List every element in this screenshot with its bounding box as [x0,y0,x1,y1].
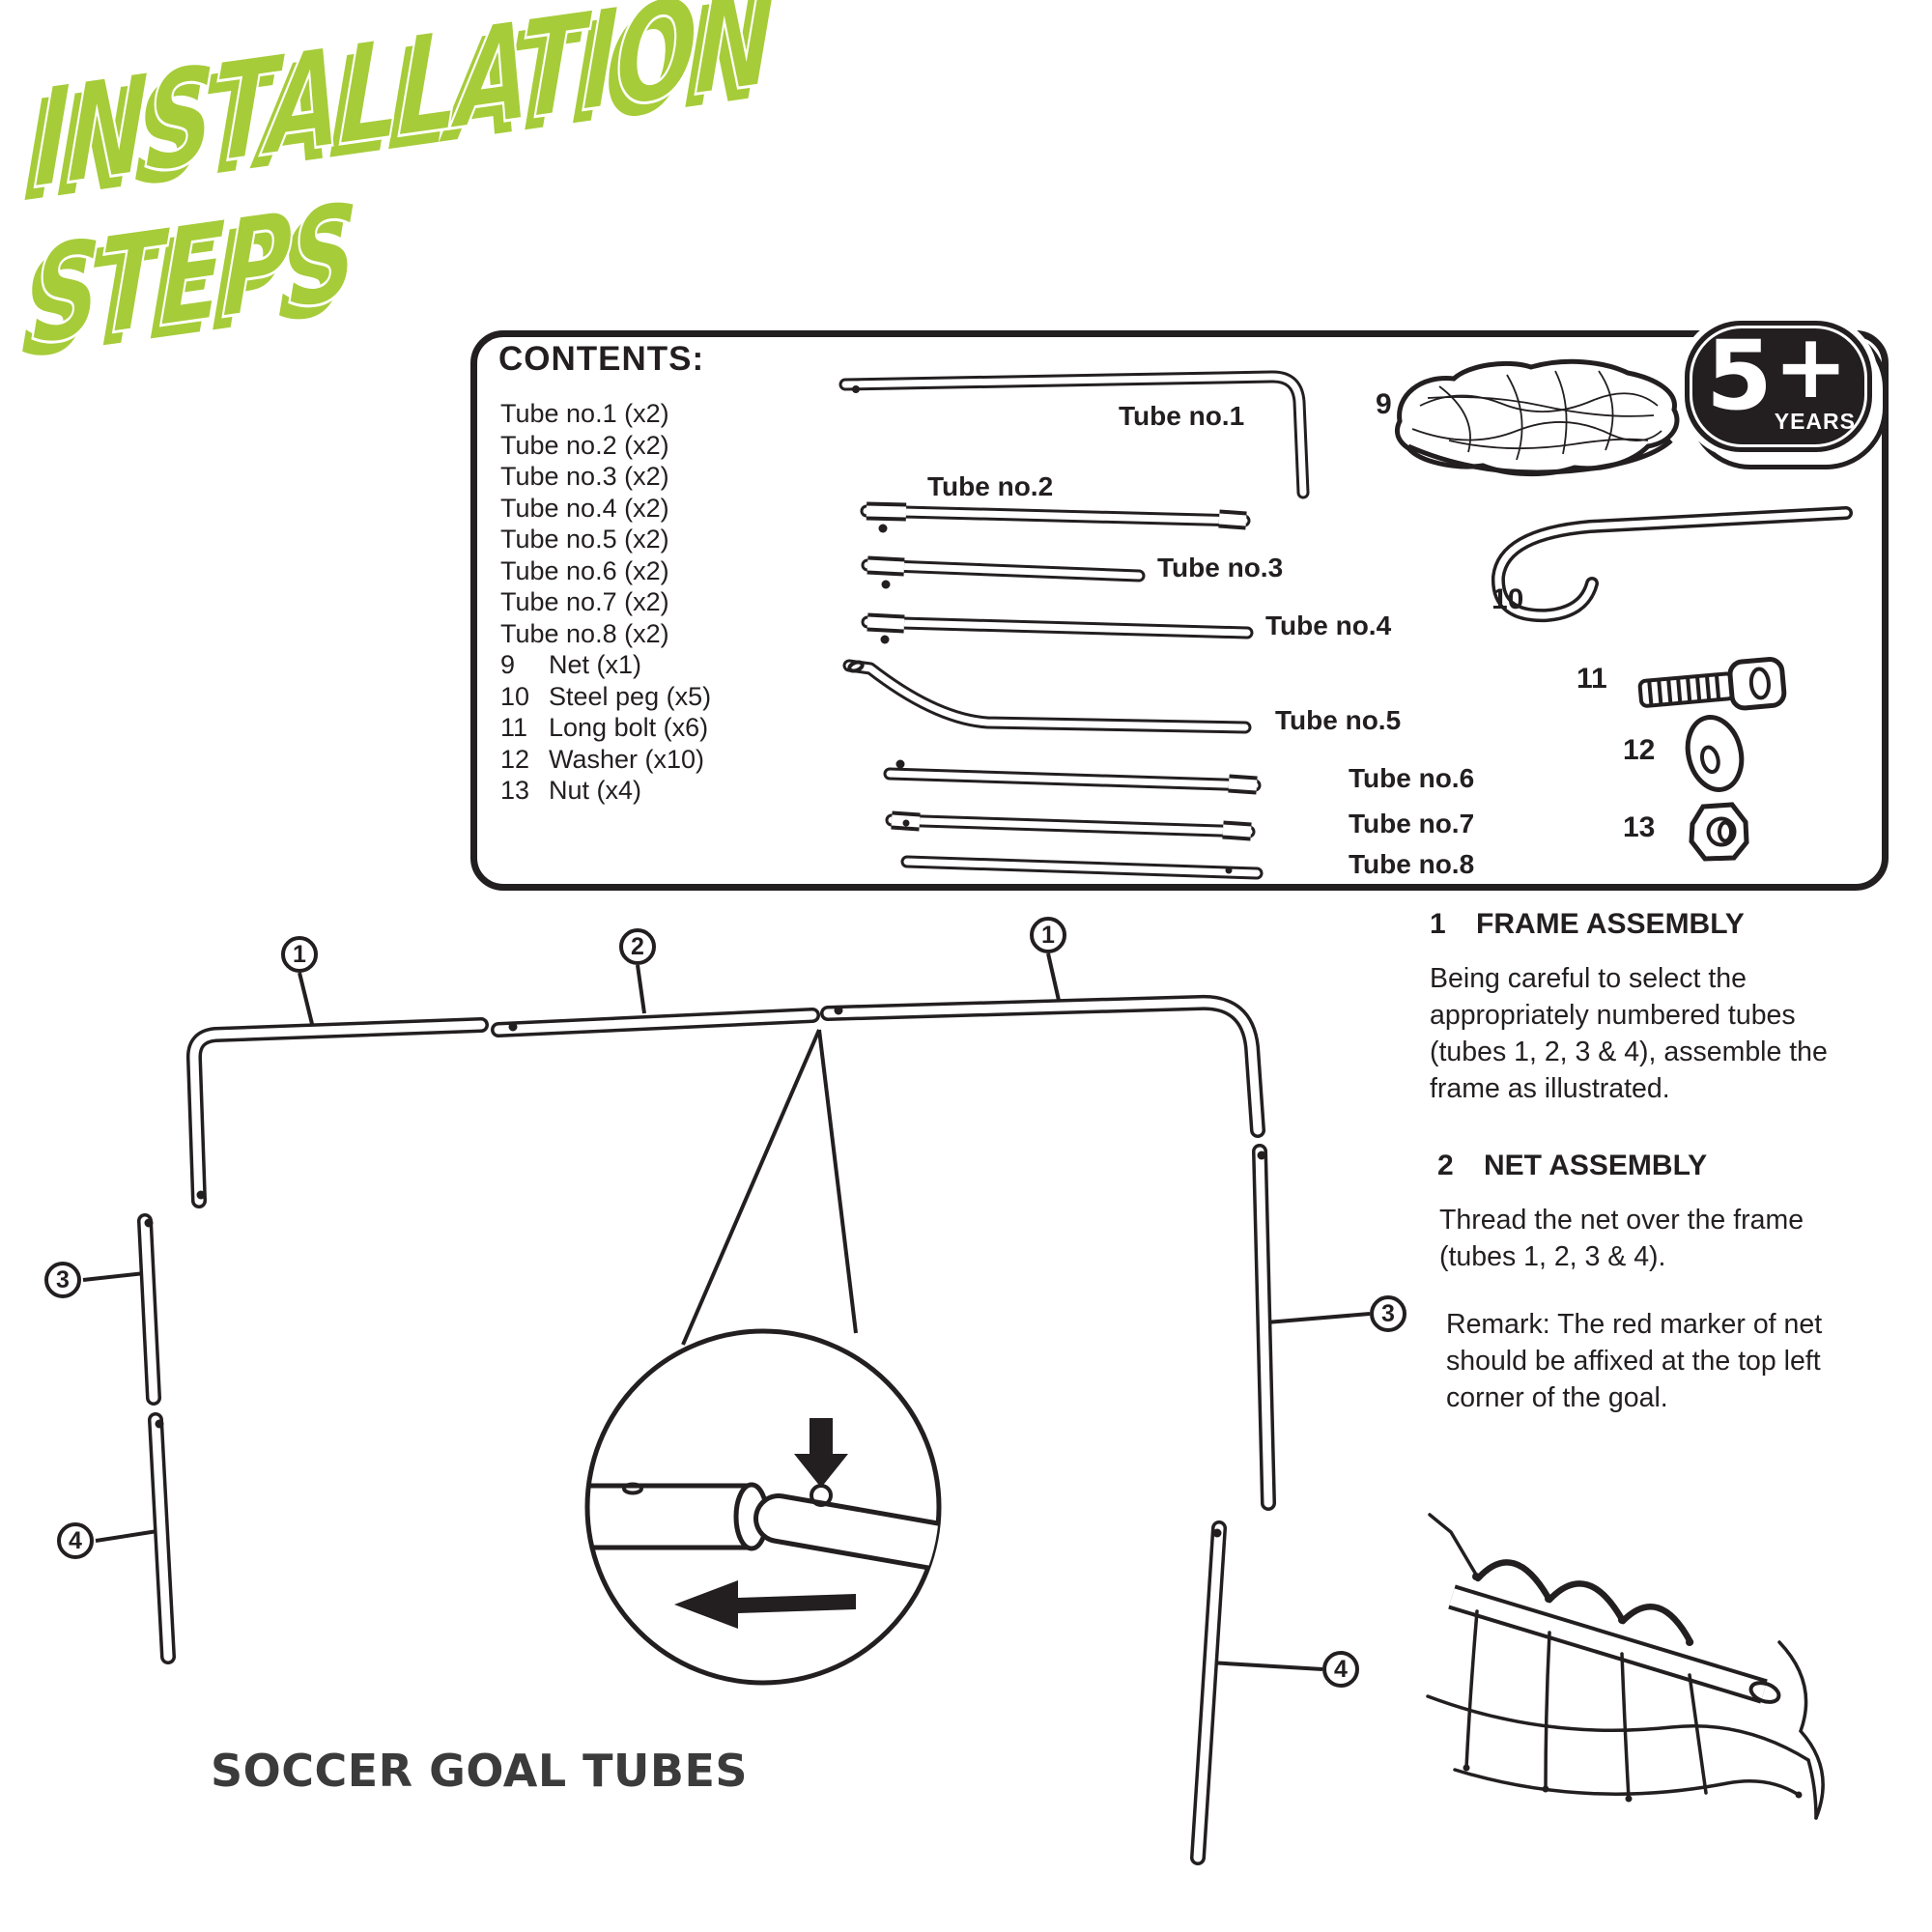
contents-item: Tube no.7 (x2) [500,587,669,616]
contents-item: Tube no.5 (x2) [500,525,669,554]
bolt-number-label: 11 [1577,663,1607,695]
nut-drawing [1689,802,1749,862]
tube-2-drawing [867,501,1246,533]
bolt-drawing [1637,657,1787,711]
tube-4-label: Tube no.4 [1265,611,1392,640]
magnifier-detail [584,1328,942,1686]
tube-3-drawing [867,555,1139,589]
footer-title: SOCCER GOAL TUBES [211,1745,749,1797]
contents-item: Tube no.4 (x2) [500,493,669,523]
step1-heading: 1 FRAME ASSEMBLY [1430,908,1745,941]
tube-4-drawing [867,612,1247,644]
peg-number-label: 10 [1492,583,1524,615]
steel-peg-drawing [1498,513,1846,615]
contents-list: Tube no.1 (x2) Tube no.2 (x2) Tube no.3 … [500,398,711,807]
contents-item: Tube no.1 (x2) [500,399,669,428]
washer-drawing [1685,715,1745,792]
callout-tube3-left: 3 [44,1262,81,1298]
contents-item: Tube no.3 (x2) [500,462,669,491]
step2-title: NET ASSEMBLY [1484,1150,1708,1181]
tube-2-label: Tube no.2 [927,471,1054,501]
age-badge-unit: YEARS [1774,409,1856,434]
callout-tube3-right: 3 [1370,1295,1406,1332]
tube-7-drawing [892,810,1251,841]
contents-item: Tube no.2 (x2) [500,430,669,460]
remark-text: Remark: The red marker of net should be … [1446,1309,1823,1413]
tube-3-label: Tube no.3 [1157,553,1284,582]
callout-tube2: 2 [619,928,656,965]
tube-5-drawing [848,661,1245,727]
step2-body: Thread the net over the frame (tubes 1, … [1439,1205,1804,1272]
step1-number: 1 [1430,908,1446,940]
tube-1-label: Tube no.1 [1119,401,1245,431]
tube-6-label: Tube no.6 [1349,763,1475,793]
plus-icon: + [1774,315,1849,418]
tube-1-drawing [845,377,1303,493]
step1-title: FRAME ASSEMBLY [1476,908,1745,940]
callout-tube1-right: 1 [1030,917,1066,953]
age-badge: 5 + YEARS [1679,315,1878,458]
nut-number-label: 13 [1623,811,1656,843]
net-number-label: 9 [1376,388,1392,420]
tube-8-label: Tube no.8 [1349,849,1475,879]
step2-number: 2 [1437,1150,1454,1181]
net-bundle-drawing [1394,358,1680,476]
contents-heading: CONTENTS: [498,340,705,378]
tube-8-drawing [907,862,1257,874]
tube-7-label: Tube no.7 [1349,809,1475,838]
callout-tube1-left: 1 [281,936,318,973]
step2-heading: 2 NET ASSEMBLY [1437,1150,1707,1182]
age-badge-number: 5 [1706,321,1773,432]
contents-item: Tube no.8 (x2) [500,618,669,648]
tube-6-drawing [890,759,1257,795]
tube-5-label: Tube no.5 [1275,705,1402,735]
assembly-frame [82,952,1371,1858]
net-corner-illustration [1426,1513,1825,1820]
washer-number-label: 12 [1623,734,1656,766]
contents-item: Tube no.6 (x2) [500,555,669,585]
callout-tube4-right: 4 [1322,1651,1359,1688]
callout-tube4-left: 4 [57,1522,94,1559]
step1-body: Being careful to select the appropriatel… [1430,963,1828,1104]
